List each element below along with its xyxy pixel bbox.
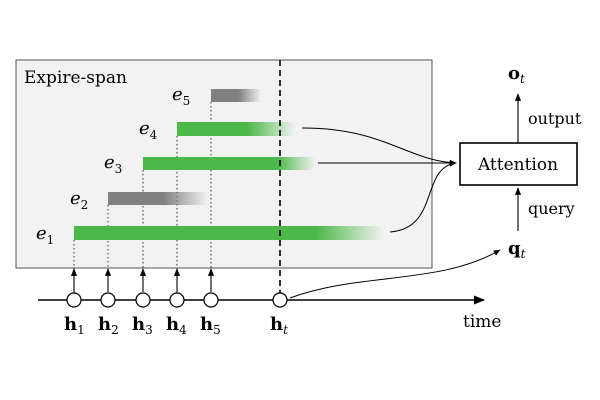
attention-label: Attention bbox=[477, 155, 558, 175]
memory-bar-e2 bbox=[108, 192, 208, 205]
memory-bar-e3 bbox=[143, 157, 315, 170]
hidden-label-h2: h2 bbox=[98, 314, 119, 337]
output-label: output bbox=[528, 109, 582, 128]
memory-bar-e1 bbox=[74, 226, 384, 240]
output-symbol: ot bbox=[508, 63, 525, 86]
hidden-label-h4: h4 bbox=[166, 314, 187, 337]
memory-label-e1: e1 bbox=[36, 223, 54, 247]
memory-label-e4: e4 bbox=[139, 118, 158, 142]
hidden-label-h1: h1 bbox=[64, 314, 85, 337]
memory-bar-e5 bbox=[211, 89, 261, 102]
memory-label-e2: e2 bbox=[70, 188, 88, 212]
attention-box bbox=[459, 142, 578, 186]
query-label: query bbox=[528, 199, 575, 218]
hidden-state-nodes bbox=[66, 292, 288, 308]
hidden-label-ht: ht bbox=[270, 314, 288, 337]
memory-label-e3: e3 bbox=[104, 152, 122, 176]
memory-to-attention-curves bbox=[289, 127, 501, 299]
expire-span-title: Expire-span bbox=[24, 68, 127, 88]
query-symbol: qt bbox=[508, 238, 526, 261]
memory-bar-e4 bbox=[177, 122, 295, 136]
memory-label-e5: e5 bbox=[172, 84, 190, 108]
hidden-label-h5: h5 bbox=[200, 314, 221, 337]
time-label: time bbox=[463, 312, 501, 332]
hidden-label-h3: h3 bbox=[132, 314, 153, 337]
up-arrows bbox=[70, 268, 215, 292]
